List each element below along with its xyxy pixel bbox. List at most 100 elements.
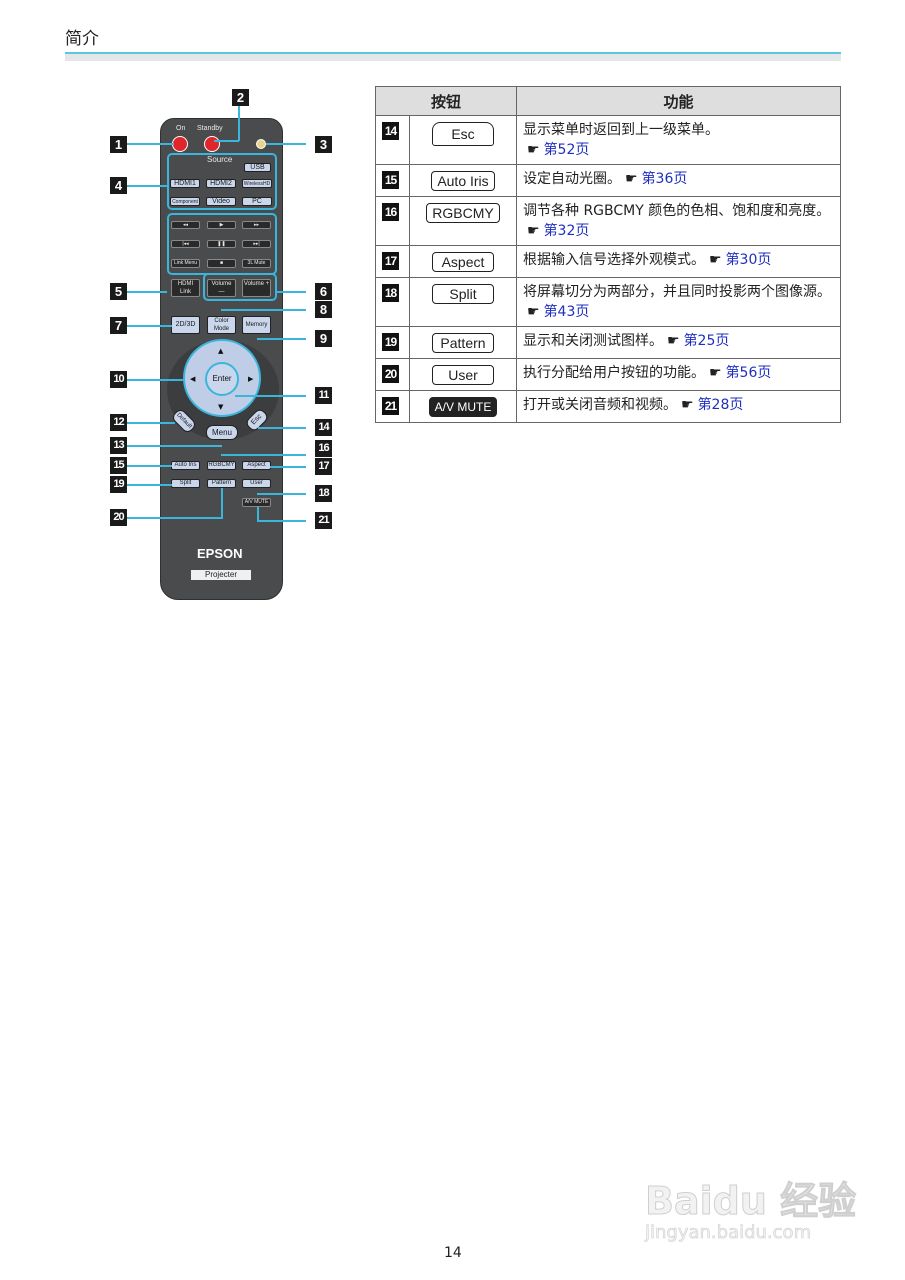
leader-line-9	[257, 338, 306, 340]
leader-line-16	[221, 454, 306, 456]
video-button[interactable]: Video	[206, 197, 236, 206]
leader-line-8	[221, 309, 306, 311]
header-shade	[65, 54, 841, 61]
wirelesshd-button[interactable]: WirelessHD	[242, 179, 272, 188]
callout-6: 6	[315, 283, 332, 300]
row-description: 打开或关闭音频和视频。	[523, 397, 677, 413]
reference-hand-icon: ☛	[625, 171, 638, 187]
standby-button[interactable]	[204, 136, 220, 152]
volume-group	[203, 273, 277, 301]
reference-hand-icon: ☛	[709, 365, 722, 381]
row-description: 调节各种 RGBCMY 颜色的色相、饱和度和亮度。	[523, 203, 831, 219]
previous-button[interactable]: |◂◂	[171, 240, 200, 248]
arrow-down-icon[interactable]: ▼	[218, 403, 224, 411]
pattern-button[interactable]: Pattern	[207, 479, 236, 488]
volume-up-button[interactable]: Volume +	[242, 279, 271, 297]
row-description: 将屏幕切分为两部分，并且同时投影两个图像源。	[523, 284, 831, 300]
page-reference-link[interactable]: 第30页	[725, 252, 772, 268]
stop-button[interactable]: ■	[207, 259, 236, 268]
row-description: 执行分配给用户按钮的功能。	[523, 365, 705, 381]
auto-iris-button[interactable]: Auto Iris	[171, 461, 200, 470]
callout-11: 11	[315, 387, 332, 404]
leader-line-17	[270, 466, 306, 468]
rewind-button[interactable]: ◂◂	[171, 221, 200, 229]
callout-2: 2	[232, 89, 249, 106]
table-row: 17 Aspect 根据输入信号选择外观模式。☛第30页	[375, 245, 841, 278]
page-reference-link[interactable]: 第25页	[683, 333, 730, 349]
on-label: On	[176, 125, 186, 132]
row-description: 设定自动光圈。	[523, 171, 621, 187]
model-label: Projecter	[191, 570, 251, 580]
watermark-logo: Baidu 经验	[644, 1179, 857, 1224]
2d3d-button[interactable]: 2D/3D	[171, 316, 200, 334]
enter-button[interactable]: Enter	[205, 362, 239, 396]
hdmi2-button[interactable]: HDMI2	[206, 179, 236, 188]
row-description: 显示和关闭测试图样。	[523, 333, 663, 349]
page-reference-link[interactable]: 第52页	[543, 142, 590, 158]
esc-key-icon: Esc	[432, 122, 494, 146]
user-key-icon: User	[432, 365, 494, 385]
page-reference-link[interactable]: 第56页	[725, 365, 772, 381]
leader-line-10	[127, 379, 184, 381]
usb-button[interactable]: USB	[244, 163, 271, 172]
leader-line-2	[238, 105, 240, 141]
hdmi-link-button[interactable]: HDMI Link	[171, 279, 200, 297]
header-function: 功能	[516, 86, 841, 116]
av-mute-key-icon: A/V MUTE	[428, 397, 498, 417]
next-button[interactable]: ▸▸|	[242, 240, 271, 248]
hdmi1-button[interactable]: HDMI1	[170, 179, 200, 188]
table-header-row: 按钮 功能	[375, 86, 841, 116]
callout-4: 4	[110, 177, 127, 194]
page-header-title: 简介	[65, 29, 99, 49]
page-reference-link[interactable]: 第43页	[543, 304, 590, 320]
split-button[interactable]: Split	[171, 479, 200, 488]
callout-7: 7	[110, 317, 127, 334]
leader-line-12	[127, 422, 175, 424]
callout-15: 15	[110, 457, 127, 474]
arrow-left-icon[interactable]: ◀	[190, 375, 196, 383]
callout-8: 8	[315, 301, 332, 318]
rgbcmy-button[interactable]: RGBCMY	[207, 461, 236, 470]
arrow-right-icon[interactable]: ▶	[248, 375, 254, 383]
leader-line-5	[127, 291, 167, 293]
baidu-watermark: Baidu 经验 jingyan.baidu.com	[640, 1140, 860, 1250]
color-mode-button[interactable]: Color Mode	[207, 316, 236, 334]
pause-button[interactable]: ❚❚	[207, 240, 236, 248]
memory-button[interactable]: Memory	[242, 316, 271, 334]
standby-label: Standby	[197, 125, 223, 132]
row-number: 19	[382, 333, 399, 351]
page-reference-link[interactable]: 第36页	[641, 171, 688, 187]
menu-button[interactable]: Menu	[206, 425, 238, 440]
table-row: 14 Esc 显示菜单时返回到上一级菜单。☛第52页	[375, 115, 841, 165]
leader-line-1	[127, 143, 174, 145]
leader-line-21a	[257, 507, 259, 521]
on-button[interactable]	[172, 136, 188, 152]
row-number: 15	[382, 171, 399, 189]
leader-line-7	[127, 325, 172, 327]
callout-18: 18	[315, 485, 332, 502]
row-number: 21	[382, 397, 399, 415]
leader-line-3	[266, 143, 306, 145]
header-button: 按钮	[375, 86, 517, 116]
aspect-button[interactable]: Aspect	[242, 461, 271, 470]
row-description: 根据输入信号选择外观模式。	[523, 252, 705, 268]
callout-9: 9	[315, 330, 332, 347]
pc-button[interactable]: PC	[242, 197, 272, 206]
play-button[interactable]: ▶	[207, 221, 236, 229]
leader-line-4	[127, 185, 167, 187]
fast-forward-button[interactable]: ▸▸	[242, 221, 271, 229]
leader-line-21b	[257, 520, 306, 522]
user-button[interactable]: User	[242, 479, 271, 488]
split-key-icon: Split	[432, 284, 494, 304]
light-button[interactable]	[256, 139, 266, 149]
link-menu-button[interactable]: Link Menu	[171, 259, 200, 268]
reference-hand-icon: ☛	[527, 223, 540, 239]
component-button[interactable]: Component	[170, 197, 200, 206]
volume-down-button[interactable]: Volume —	[207, 279, 236, 297]
av-mute-button[interactable]: A/V MUTE	[242, 498, 271, 507]
mute-button[interactable]: 3L Mute	[242, 259, 271, 268]
page-reference-link[interactable]: 第28页	[697, 397, 744, 413]
row-description: 显示菜单时返回到上一级菜单。	[523, 122, 719, 138]
page-reference-link[interactable]: 第32页	[543, 223, 590, 239]
arrow-up-icon[interactable]: ▲	[218, 347, 224, 355]
